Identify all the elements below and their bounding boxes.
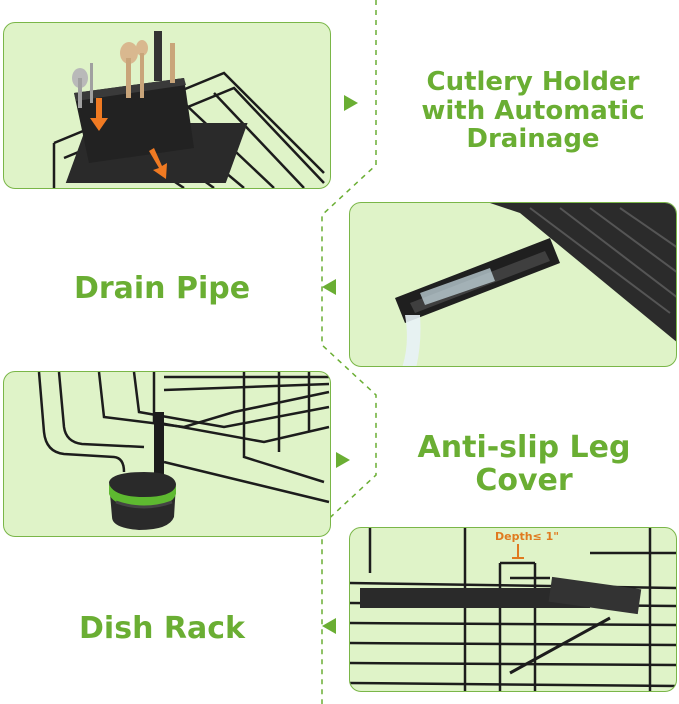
dish-rack-image: Depth≤ 1" xyxy=(349,527,677,692)
section-label-cutlery-holder: Cutlery Holder with Automatic Drainage xyxy=(421,67,645,155)
section-label-leg-cover: Anti-slip Leg Cover xyxy=(417,430,631,498)
pointer-arrow-icon xyxy=(322,279,336,295)
depth-annotation: Depth≤ 1" xyxy=(495,530,559,543)
cutlery-holder-image xyxy=(3,22,331,189)
pointer-arrow-icon xyxy=(344,95,358,111)
leg-cover-image xyxy=(3,371,331,537)
drain-pipe-image xyxy=(349,202,677,367)
pointer-arrow-icon xyxy=(336,452,350,468)
section-label-dish-rack: Dish Rack xyxy=(79,611,245,646)
pointer-arrow-icon xyxy=(322,618,336,634)
section-label-drain-pipe: Drain Pipe xyxy=(73,271,251,306)
